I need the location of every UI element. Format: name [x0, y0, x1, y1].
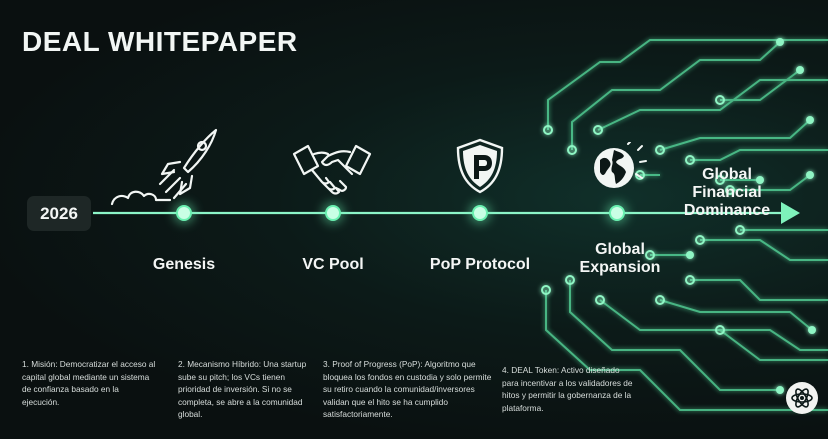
rocket-icon: [110, 128, 218, 206]
note-deal-token: 4. DEAL Token: Activo diseñado para ince…: [502, 365, 633, 413]
milestone-label-global-expansion: Global Expansion: [579, 241, 661, 276]
start-year-badge: 2026: [27, 196, 91, 231]
shield-p-icon: [456, 138, 504, 194]
handshake-icon: [292, 144, 372, 195]
milestone-dot-vc-pool: [322, 202, 344, 224]
globe-icon: [594, 142, 647, 188]
milestone-dots: [173, 202, 628, 224]
note-hybrid-mechanism: 2. Mecanismo Híbrido: Una startup sube s…: [178, 359, 307, 420]
note-mission: 1. Misión: Democratizar el acceso al cap…: [22, 359, 156, 407]
atom-logo-icon: [786, 382, 818, 414]
page-title: DEAL WHITEPAPER: [22, 26, 298, 57]
milestone-label-pop-protocol: PoP Protocol: [429, 256, 531, 273]
milestone-label-vc-pool: VC Pool: [302, 256, 364, 273]
milestone-label-genesis: Genesis: [152, 256, 216, 273]
milestone-dot-genesis: [173, 202, 195, 224]
milestone-dot-global-expansion: [606, 202, 628, 224]
timeline-arrow-icon: [781, 202, 800, 224]
end-goal-label: Global Financial Dominance: [683, 166, 771, 219]
note-proof-of-progress: 3. Proof of Progress (PoP): Algoritmo qu…: [323, 359, 492, 420]
milestone-dot-pop-protocol: [469, 202, 491, 224]
